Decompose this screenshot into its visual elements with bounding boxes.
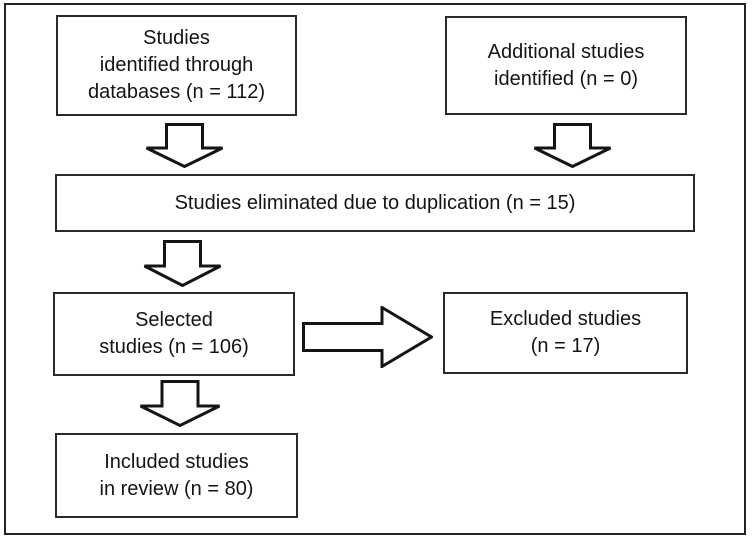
box-studies-eliminated: Studies eliminated due to duplication (n…	[55, 174, 695, 232]
box-excluded-studies: Excluded studies (n = 17)	[443, 292, 688, 374]
box-text-line: Selected	[135, 309, 213, 331]
box-text-line: Included studies	[104, 450, 249, 473]
box-text-line: identified through	[99, 54, 254, 76]
down-arrow-icon	[139, 380, 221, 427]
box-text-line: Excluded studies	[489, 308, 642, 330]
box-studies-identified: Studies identified through databases (n …	[56, 15, 297, 116]
down-arrow-icon	[143, 240, 222, 287]
box-text-line: Studies eliminated due to duplication (n…	[174, 191, 576, 214]
box-selected-studies: Selected studies (n = 106)	[53, 292, 295, 376]
down-arrow-icon	[533, 123, 612, 168]
down-arrow-icon	[145, 123, 224, 168]
box-included-studies: Included studies in review (n = 80)	[55, 433, 298, 518]
box-text-line: databases (n = 112)	[88, 81, 265, 103]
box-text-line: Studies	[143, 27, 210, 49]
box-additional-studies: Additional studies identified (n = 0)	[445, 16, 687, 115]
box-text-line: Additional studies	[487, 40, 645, 63]
box-text-line: identified (n = 0)	[494, 67, 638, 90]
box-text-line: studies (n = 106)	[99, 336, 249, 358]
box-text-line: (n = 17)	[530, 335, 601, 357]
box-text-line: in review (n = 80)	[99, 477, 254, 500]
right-arrow-icon	[302, 306, 433, 368]
